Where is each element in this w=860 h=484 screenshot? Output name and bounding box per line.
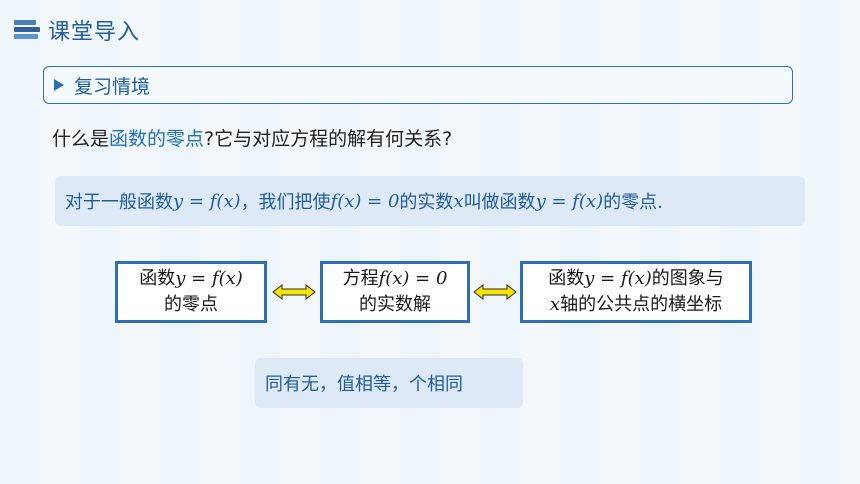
box-text: 函数 — [548, 268, 585, 289]
definition-part-3: 的实数 — [399, 192, 454, 213]
definition-part-2: ，我们把使 — [240, 192, 331, 213]
box-math: y = f(x) — [175, 268, 243, 289]
double-arrow-icon — [272, 284, 316, 300]
section-label: 复习情境 — [74, 75, 151, 98]
concept-box-line: 方程f(x) = 0 — [343, 266, 448, 292]
box-text: 函数 — [139, 268, 176, 289]
summary-text: 同有无，值相等，个相同 — [265, 374, 463, 395]
definition-part-1: 对于一般函数 — [65, 192, 173, 213]
header: 课堂导入 — [14, 14, 140, 46]
concept-box-line: 函数y = f(x) — [139, 266, 243, 292]
box-text-tail: 的图象与 — [651, 268, 724, 289]
definition-part-5: 的零点. — [603, 192, 663, 213]
box-math: y = f(x) — [584, 268, 652, 289]
concept-box-zero-point: 函数y = f(x) 的零点 — [115, 261, 267, 323]
section-bar: 复习情境 — [43, 66, 793, 104]
box-text-line2: 的零点 — [164, 294, 218, 315]
box-math: x — [549, 294, 561, 315]
page-title: 课堂导入 — [48, 20, 141, 45]
box-text-line2: 的实数解 — [359, 294, 431, 315]
box-text-line2: 轴的公共点的横坐标 — [560, 294, 723, 315]
box-text: 方程 — [342, 268, 379, 289]
definition-math-2: f(x) = 0 — [330, 190, 400, 212]
concept-box-line: x轴的公共点的横坐标 — [550, 292, 722, 318]
double-arrow-icon — [473, 284, 517, 300]
definition-math-3: x — [453, 190, 464, 212]
definition-box: 对于一般函数 y = f(x) ，我们把使 f(x) = 0 的实数 x 叫做函… — [55, 176, 805, 226]
box-math: f(x) = 0 — [378, 268, 448, 289]
triangle-arrow-icon — [54, 79, 64, 91]
definition-part-4: 叫做函数 — [463, 192, 536, 213]
definition-math-4: y = f(x) — [535, 190, 604, 212]
concept-box-line: 函数y = f(x)的图象与 — [548, 266, 724, 292]
question-prefix: 什么是 — [52, 128, 110, 150]
question-highlight: 函数的零点 — [109, 128, 205, 150]
definition-math-1: y = f(x) — [173, 190, 241, 212]
concept-box-graph-intersection: 函数y = f(x)的图象与 x轴的公共点的横坐标 — [520, 261, 752, 323]
question-suffix: ?它与对应方程的解有何关系? — [204, 128, 453, 150]
concept-box-equation-root: 方程f(x) = 0 的实数解 — [320, 261, 470, 323]
question-text: 什么是函数的零点?它与对应方程的解有何关系? — [52, 124, 452, 151]
summary-box: 同有无，值相等，个相同 — [255, 358, 523, 408]
books-icon — [14, 20, 40, 40]
